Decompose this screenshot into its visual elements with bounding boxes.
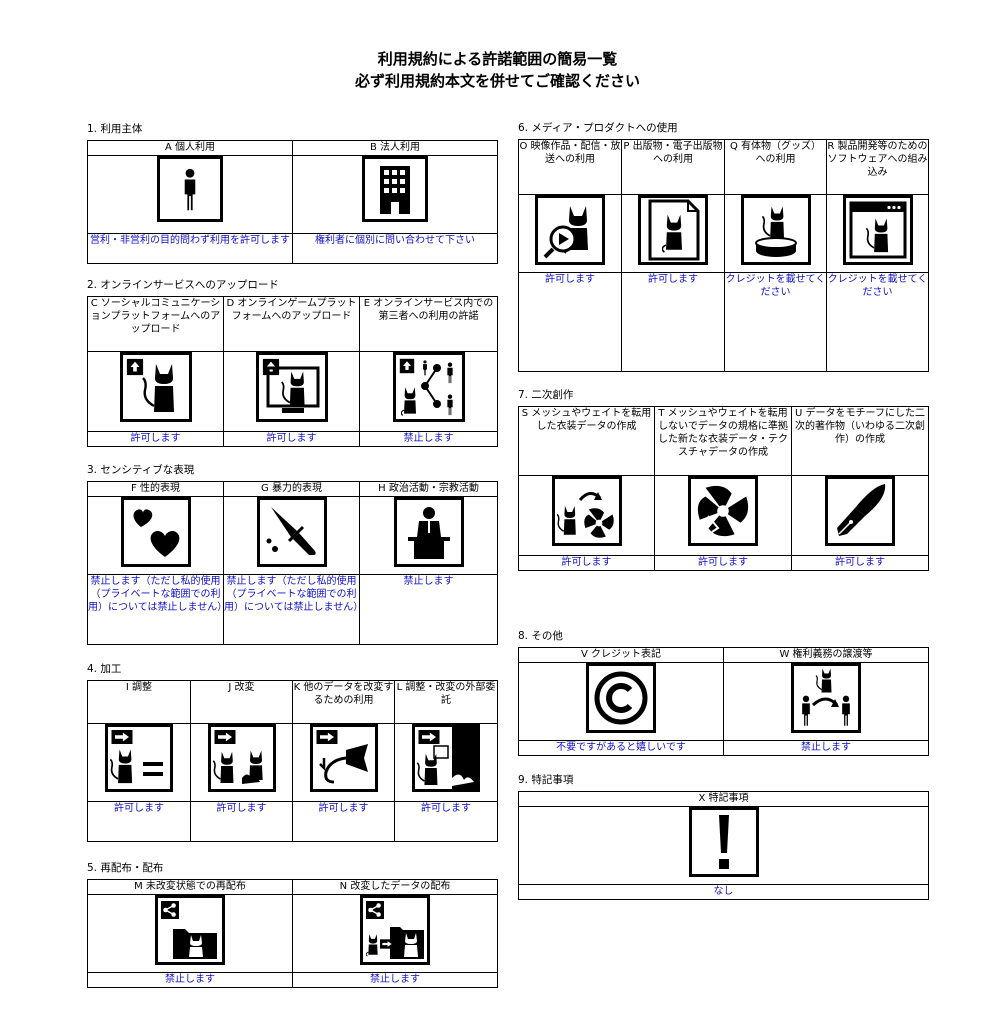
item-u-header: U データをモチーフにした二次的著作物（いわゆる二次創作）の作成 [791,406,929,476]
item-d-status: 許可します [223,431,360,447]
share-third-party-icon [392,352,465,422]
item-c-status: 許可します [87,431,224,447]
item-h-header: H 政治活動・宗教活動 [359,481,498,497]
distribute-modified-icon [360,895,430,965]
section-label: 6. メディア・プロダクトへの使用 [518,122,678,134]
section-sensitive-expression: 3. センシティブな表現 F 性的表現 G 暴力的表現 H 政治活動・宗教活動 … [87,462,498,645]
item-a-header: A 個人利用 [87,140,293,156]
person-icon [157,156,223,222]
item-k-status: 許可します [292,801,395,842]
knife-icon [256,497,327,567]
item-p-status: 許可します [621,272,725,372]
hearts-icon [120,497,191,567]
item-k-header: K 他のデータを改変するための利用 [292,680,395,724]
section-label: 9. 特記事項 [518,774,574,786]
item-v-status: 不要ですがあると嬉しいです [518,740,724,756]
adjust-icon [105,724,173,792]
section-label: 1. 利用主体 [87,123,143,135]
item-o-header: O 映像作品・配信・放送への利用 [518,139,622,195]
item-q-header: Q 有体物（グッズ）への利用 [724,139,827,195]
item-w-status: 禁止します [723,740,929,756]
outsource-icon [412,724,480,792]
video-icon [535,195,605,265]
item-i-status: 許可します [87,801,191,842]
section-label: 5. 再配布・配布 [87,862,164,874]
item-l-header: L 調整・改変の外部委託 [394,680,498,724]
item-m-header: M 未改変状態での再配布 [87,879,293,895]
section-online-upload: 2. オンラインサービスへのアップロード C ソーシャルコミュニケーションプラッ… [87,277,498,447]
software-icon [842,195,913,265]
item-m-status: 禁止します [87,972,293,988]
item-a-status: 営利・非営利の目的問わず利用を許可します [87,233,293,264]
item-b-status: 権利者に個別に問い合わせて下さい [292,233,498,264]
item-l-status: 許可します [394,801,498,842]
page-subtitle: 必ず利用規約本文を併せてご確認ください [354,72,640,90]
section-label: 8. その他 [518,630,563,642]
item-x-status: なし [518,884,929,900]
mesh-transfer-icon [551,476,622,546]
item-g-status: 禁止します（ただし私的使用（プライベートな範囲での利用）については禁止しません） [223,574,363,645]
social-upload-icon [119,352,192,422]
item-e-header: E オンラインサービス内での第三者への利用の許諾 [359,296,498,352]
item-c-header: C ソーシャルコミュニケーションプラットフォームへのアップロード [87,296,224,352]
item-j-header: J 改変 [190,680,293,724]
podium-icon [393,497,464,567]
item-o-status: 許可します [518,272,622,372]
item-w-header: W 権利義務の譲渡等 [723,647,929,663]
item-j-status: 許可します [190,801,293,842]
item-h-status: 禁止します [359,574,498,645]
game-upload-icon [255,352,328,422]
item-i-header: I 調整 [87,680,191,724]
section-usage-subject: 1. 利用主体 A 個人利用 B 法人利用 営利・非営利の目的問わず利用を許可し… [87,121,498,264]
section-label: 4. 加工 [87,663,122,675]
item-v-header: V クレジット表記 [518,647,724,663]
item-p-header: P 出版物・電子出版物への利用 [621,139,725,195]
item-q-status: クレジットを載せてください [724,272,827,372]
publication-icon [638,195,708,265]
item-n-header: N 改変したデータの配布 [292,879,498,895]
section-derivative-works: 7. 二次創作 S メッシュやウェイトを転用した衣装データの作成 T メッシュや… [518,387,929,571]
building-icon [362,156,428,222]
transfer-rights-icon [791,663,861,733]
new-outfit-icon [688,476,758,546]
section-special-notes: 9. 特記事項 X 特記事項 なし [518,772,929,900]
page-title: 利用規約による許諾範囲の簡易一覧 [377,50,618,68]
section-label: 3. センシティブな表現 [87,464,195,476]
item-u-status: 許可します [791,555,929,571]
item-s-status: 許可します [518,555,655,571]
item-x-header: X 特記事項 [518,791,929,807]
item-f-header: F 性的表現 [87,481,224,497]
item-r-status: クレジットを載せてください [826,272,929,372]
section-label: 2. オンラインサービスへのアップロード [87,279,279,291]
copyright-icon [586,663,656,733]
item-f-status: 禁止します（ただし私的使用（プライベートな範囲での利用）については禁止しません） [87,574,227,645]
reuse-icon [309,724,378,792]
item-t-header: T メッシュやウェイトを転用しないでデータの規格に準拠した新たな衣装データ・テク… [654,406,792,476]
section-processing: 4. 加工 I 調整 J 改変 K 他のデータを改変するための利用 L 調整・改… [87,661,498,842]
goods-icon [740,195,811,265]
exclamation-icon [688,807,759,877]
item-d-header: D オンラインゲームプラットフォームへのアップロード [223,296,360,352]
redistribute-icon [155,895,225,965]
item-e-status: 禁止します [359,431,498,447]
item-t-status: 許可します [654,555,792,571]
item-g-header: G 暴力的表現 [223,481,360,497]
item-s-header: S メッシュやウェイトを転用した衣装データの作成 [518,406,655,476]
item-b-header: B 法人利用 [292,140,498,156]
item-n-status: 禁止します [292,972,498,988]
modify-icon [207,724,276,792]
section-redistribution: 5. 再配布・配布 M 未改変状態での再配布 N 改変したデータの配布 禁止しま… [87,860,498,988]
item-r-header: R 製品開発等のためのソフトウェアへの組み込み [826,139,929,195]
section-media-products: 6. メディア・プロダクトへの使用 O 映像作品・配信・放送への利用 P 出版物… [518,120,929,372]
section-other: 8. その他 V クレジット表記 W 権利義務の譲渡等 不要ですがあると嬉しいで… [518,628,929,756]
pen-icon [825,476,895,546]
section-label: 7. 二次創作 [518,389,574,401]
